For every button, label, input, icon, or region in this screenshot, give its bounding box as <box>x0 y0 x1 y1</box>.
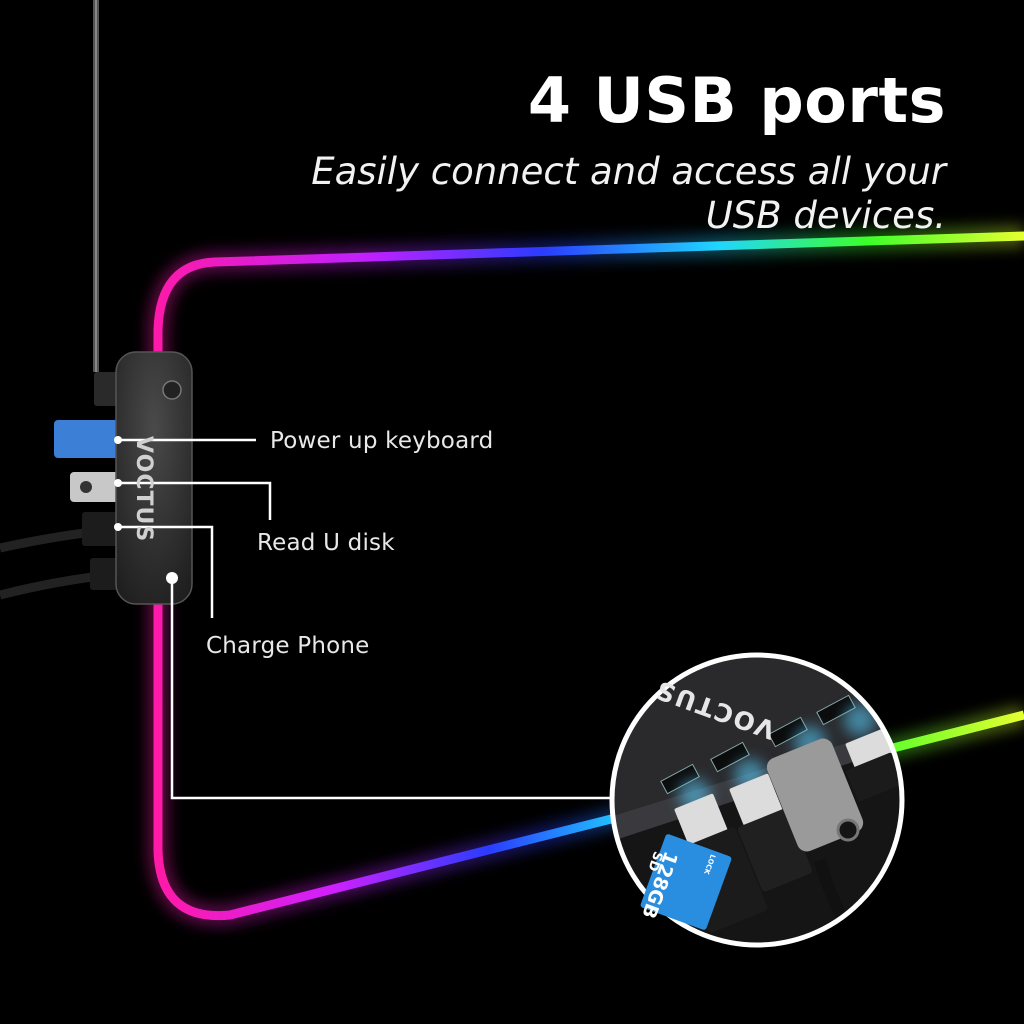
usb-hub-body <box>115 351 193 605</box>
sd-lock-label: LOCK <box>702 853 717 876</box>
subtitle-line-1: Easily connect and access all your <box>311 150 946 193</box>
callout-power-up-keyboard: Power up keyboard <box>270 428 494 454</box>
callout-read-u-disk: Read U disk <box>257 530 395 556</box>
zoom-circle-border <box>609 652 905 948</box>
hub-brand-logo: VOCTUS <box>131 436 156 543</box>
micro-sd-reader-plug <box>54 420 126 458</box>
headline-title: 4 USB ports <box>527 64 946 137</box>
headline-subtitle: Easily connect and access all your USB d… <box>226 150 946 238</box>
subtitle-line-2: USB devices. <box>705 194 946 237</box>
callout-charge-phone: Charge Phone <box>206 633 370 659</box>
power-button-icon <box>162 380 182 400</box>
